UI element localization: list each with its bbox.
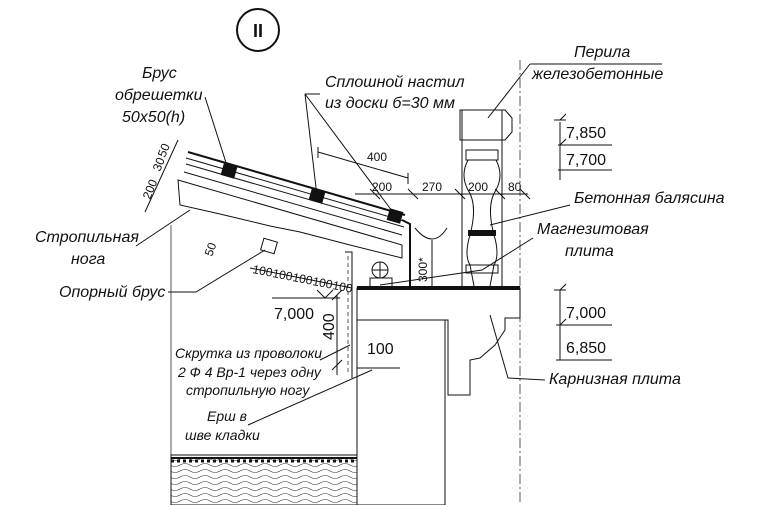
label-railing: Перила железобетонные bbox=[487, 44, 663, 119]
railing bbox=[459, 109, 513, 141]
magnesite-line2: плита bbox=[565, 243, 614, 260]
baluster bbox=[461, 109, 503, 289]
label-ruff: Ерш в шве кладки bbox=[185, 369, 373, 443]
dim-400-slope: 400 bbox=[317, 147, 409, 184]
elevation-top-lower: 7,700 bbox=[566, 152, 606, 169]
elevation-mid: 7,000 6,850 bbox=[554, 283, 612, 361]
magnesite-plate bbox=[357, 286, 520, 290]
dim-300-label: 300* bbox=[416, 257, 430, 282]
elevation-left-label: 7,000 bbox=[274, 306, 314, 323]
elevation-left: 7,000 bbox=[272, 289, 340, 323]
elevation-mid-lower: 6,850 bbox=[566, 340, 606, 357]
solid-deck-line2: из доски б=30 мм bbox=[325, 95, 455, 112]
dim-50: 50 bbox=[202, 240, 220, 258]
dim-100-low: 100 bbox=[367, 341, 394, 358]
wire-twist-line3: стропильную ногу bbox=[186, 382, 310, 398]
baluster-label: Бетонная балясина bbox=[574, 190, 725, 207]
roof-buildup bbox=[177, 151, 448, 290]
dim-400-vertical-label: 400 bbox=[321, 313, 338, 340]
label-lathing-bar: Брус обрешетки 50x50(h) bbox=[115, 65, 230, 173]
wire-twist-line2: 2 Ф 4 Вр-1 через одну bbox=[177, 364, 322, 380]
dim-200-a: 200 bbox=[372, 180, 392, 194]
label-rafter-leg: Стропильная нога bbox=[35, 209, 191, 268]
elevation-mid-upper: 7,000 bbox=[566, 305, 606, 322]
section-marker: II bbox=[236, 8, 280, 52]
ruff-line1: Ерш в bbox=[207, 408, 247, 424]
floor-slab bbox=[170, 454, 358, 505]
dim-300: 300* bbox=[416, 240, 433, 288]
magnesite-line1: Магнезитовая bbox=[537, 221, 649, 238]
label-cornice-slab: Карнизная плита bbox=[489, 314, 681, 388]
support-bar bbox=[259, 237, 353, 378]
spacing-2: 100 bbox=[271, 266, 294, 284]
dim-270: 270 bbox=[422, 180, 442, 194]
label-solid-deck: Сплошной настил из доски б=30 мм bbox=[304, 74, 465, 216]
dim-400-slope-label: 400 bbox=[367, 150, 387, 164]
dim-200-b: 200 bbox=[468, 180, 488, 194]
lathing-bar-line1: Брус bbox=[142, 65, 177, 82]
label-wire-twist: Скрутка из проволоки 2 Ф 4 Вр-1 через од… bbox=[175, 344, 351, 398]
railing-line2: железобетонные bbox=[531, 66, 663, 83]
dim-stack-30: 30 bbox=[150, 155, 168, 173]
rafter-leg-line2: нога bbox=[71, 251, 105, 268]
railing-line1: Перила bbox=[574, 44, 630, 61]
dim-80: 80 bbox=[508, 180, 522, 194]
dim-stack-50: 50 bbox=[155, 141, 173, 159]
cornice-slab bbox=[356, 287, 521, 396]
dim-rafter-stack: 200 30 50 bbox=[140, 139, 179, 213]
elevation-top: 7,850 7,700 bbox=[554, 113, 612, 180]
dim-stack-200: 200 bbox=[140, 177, 161, 201]
solid-deck-line1: Сплошной настил bbox=[325, 74, 465, 91]
dim-spacing-row: 100 100 100 100 100 bbox=[249, 262, 354, 296]
label-baluster: Бетонная балясина bbox=[489, 190, 725, 226]
spacing-3: 100 bbox=[291, 270, 314, 288]
label-support-bar: Опорный брус bbox=[59, 249, 266, 301]
spacing-1: 100 bbox=[251, 262, 274, 280]
dim-400-vertical: 400 100 bbox=[321, 289, 400, 375]
spacing-4: 100 bbox=[311, 274, 334, 292]
lathing-bar-line3: 50x50(h) bbox=[122, 109, 185, 126]
ruff-line2: шве кладки bbox=[185, 427, 260, 443]
rafter-leg-line1: Стропильная bbox=[35, 229, 139, 246]
cornice-slab-label: Карнизная плита bbox=[549, 371, 681, 388]
spacing-5: 100 bbox=[331, 278, 354, 296]
lathing-bar-line2: обрешетки bbox=[115, 87, 203, 104]
support-bar-label: Опорный брус bbox=[59, 284, 165, 301]
elevation-top-upper: 7,850 bbox=[566, 125, 606, 142]
wire-twist-line1: Скрутка из проволоки bbox=[175, 345, 322, 361]
section-marker-label: II bbox=[253, 21, 263, 41]
label-magnesite-plate: Магнезитовая плита bbox=[379, 221, 649, 286]
